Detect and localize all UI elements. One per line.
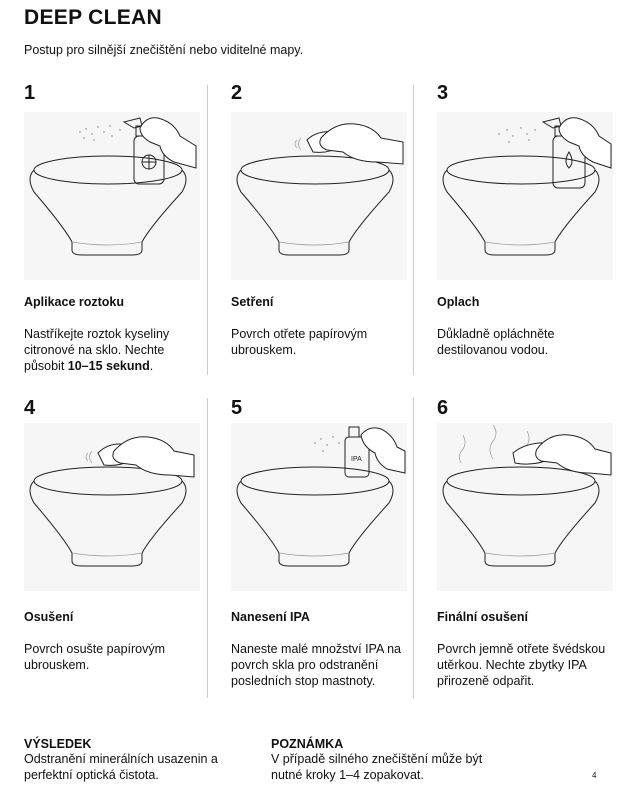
- note-text: V případě silného znečištění může být nu…: [271, 752, 483, 782]
- step-card: 6 Finální osušení Povrch jemně otřete šv…: [437, 397, 617, 688]
- ipa-label: IPA: [351, 456, 362, 463]
- step-description: Povrch osušte papírovým ubrouskem.: [24, 642, 166, 672]
- step-illustration: [437, 423, 613, 591]
- gloved-hand-icon: [535, 434, 612, 476]
- page-title: DEEP CLEAN: [24, 6, 162, 29]
- step-number: 5: [231, 397, 243, 419]
- step-card: 5 IPA Nanesení IPA Naneste malé mno: [231, 397, 411, 688]
- column-divider: [207, 398, 208, 698]
- step-description: Povrch otřete papírovým ubrouskem.: [231, 327, 368, 357]
- step-title: Nanesení IPA: [231, 610, 310, 624]
- page-number: 4: [592, 771, 597, 780]
- step-description: Důkladně opláchněte destilovanou vodou.: [437, 327, 555, 357]
- step-description: Nastříkejte roztok kyseliny citronové na…: [24, 327, 170, 373]
- gloved-hand-icon: [139, 117, 197, 169]
- lampshade-icon: [442, 466, 600, 567]
- step-title: Finální osušení: [437, 610, 528, 624]
- ipa-bottle-icon: IPA: [344, 426, 370, 478]
- motion-lines-icon: [85, 450, 93, 464]
- step-title: Setření: [231, 295, 274, 309]
- step-title: Oplach: [437, 295, 480, 309]
- lampshade-icon: [442, 155, 600, 256]
- step-number: 1: [24, 82, 36, 104]
- gloved-hand-icon: [319, 123, 404, 165]
- result-label: VÝSLEDEK: [24, 737, 92, 751]
- step-title: Osušení: [24, 610, 74, 624]
- step-title: Aplikace roztoku: [24, 295, 125, 309]
- note-label: POZNÁMKA: [271, 737, 344, 751]
- step-illustration: [24, 112, 200, 280]
- step-card: 3 Oplach Důkladn: [437, 82, 617, 357]
- gloved-hand-icon: [558, 117, 612, 169]
- step-illustration: [231, 112, 407, 280]
- column-divider: [413, 85, 414, 375]
- step-illustration: [24, 423, 200, 591]
- step-card: 2 Setření Povrch otřete papírovým ubrous…: [231, 82, 411, 357]
- lampshade-icon: [29, 466, 187, 567]
- gloved-hand-icon: [112, 436, 195, 478]
- step-number: 3: [437, 82, 449, 104]
- step-description: Naneste malé množství IPA na povrch skla…: [231, 642, 401, 688]
- motion-lines-icon: [294, 137, 302, 151]
- step-description: Povrch jemně otřete švédskou utěrkou. Ne…: [437, 642, 606, 688]
- step-illustration: [437, 112, 613, 280]
- result-text: Odstranění minerálních usazenin a perfek…: [24, 752, 218, 782]
- step-illustration: IPA: [231, 423, 407, 591]
- gloved-hand-icon: [360, 427, 406, 474]
- page-subtitle: Postup pro silnější znečištění nebo vidi…: [24, 43, 304, 57]
- spray-mist-icon: [498, 127, 536, 143]
- spray-mist-icon: [79, 125, 121, 141]
- column-divider: [207, 85, 208, 375]
- lampshade-icon: [29, 155, 187, 256]
- step-card: 4 Osušení Povrch osušte papírovým ubrous…: [24, 397, 204, 672]
- step-number: 6: [437, 397, 449, 419]
- step-number: 4: [24, 397, 36, 419]
- lampshade-icon: [236, 466, 394, 567]
- spray-mist-icon: [314, 436, 340, 452]
- step-number: 2: [231, 82, 243, 104]
- lampshade-icon: [236, 155, 394, 256]
- step-card: 1: [24, 82, 204, 373]
- column-divider: [413, 398, 414, 698]
